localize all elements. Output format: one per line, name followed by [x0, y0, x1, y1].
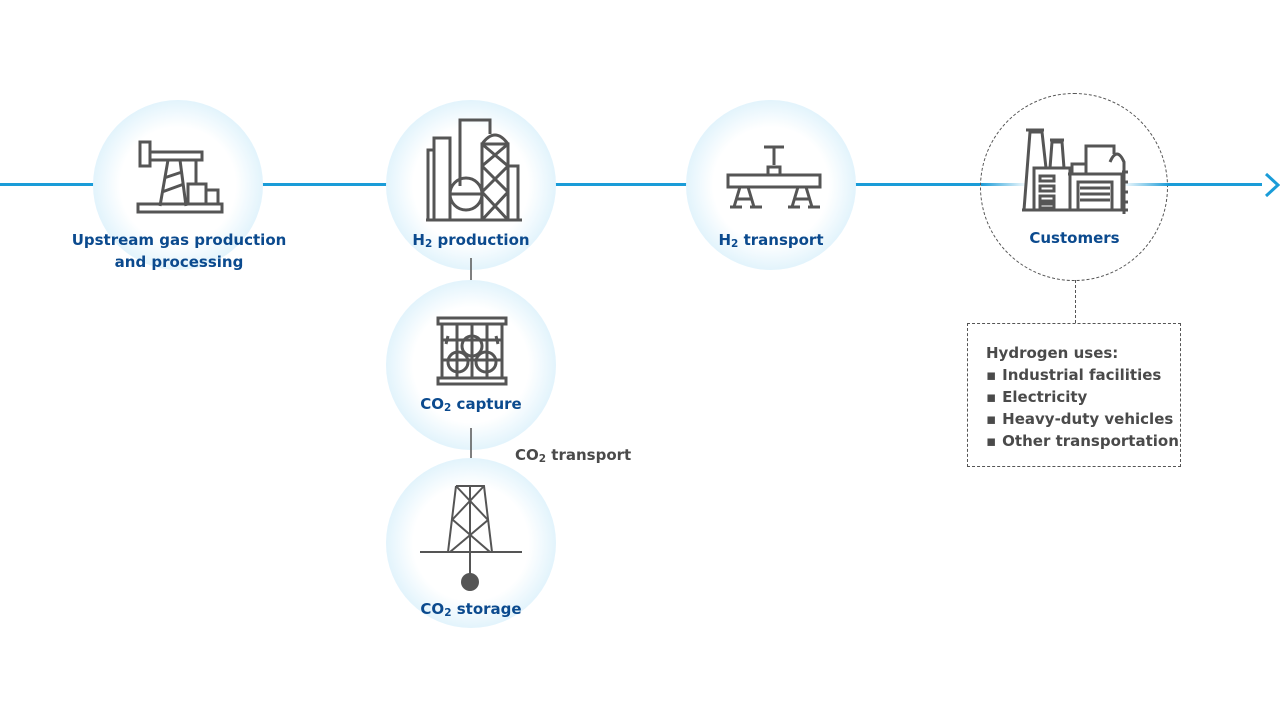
label-upstream: Upstream gas production and processing — [70, 229, 288, 273]
label-co2t-prefix: CO — [515, 446, 539, 464]
label-h2-prefix: H — [412, 231, 425, 249]
label-co2c-sub: 2 — [444, 402, 452, 414]
node-customers — [980, 93, 1168, 281]
label-customers: Customers — [1029, 229, 1120, 247]
label-co2-capture: CO2 capture — [386, 393, 556, 419]
hydrogen-uses-title: Hydrogen uses: — [986, 344, 1119, 362]
label-co2t-sub: 2 — [538, 453, 547, 465]
label-h2-transport: H2 transport — [686, 229, 856, 255]
node-h2-transport — [686, 100, 856, 270]
label-h2-production: H2 production — [386, 229, 556, 255]
factory-icon — [1022, 128, 1128, 214]
label-co2t-rest: transport — [546, 446, 632, 464]
oil-pump-icon — [136, 140, 224, 214]
label-co2s-rest: storage — [451, 600, 522, 618]
capture-cage-icon — [436, 316, 508, 386]
label-h2-rest: production — [432, 231, 530, 249]
label-co2-transport: CO2 transport — [515, 446, 631, 465]
label-co2c-prefix: CO — [420, 395, 445, 413]
flow-line-segment — [981, 183, 1169, 186]
label-h2t-rest: transport — [738, 231, 824, 249]
label-h2t-prefix: H — [718, 231, 732, 249]
list-item: Industrial facilities — [986, 364, 1180, 386]
main-flow-line — [0, 183, 1262, 186]
label-co2-storage: CO2 storage — [386, 598, 556, 624]
hydrogen-uses-box: Hydrogen uses: Industrial facilities Ele… — [967, 323, 1181, 467]
label-upstream-line1: Upstream gas production — [71, 231, 287, 249]
list-item: Electricity — [986, 386, 1180, 408]
label-co2s-prefix: CO — [420, 600, 445, 618]
flow-arrowhead-icon — [1264, 172, 1280, 198]
node-h2-production — [386, 100, 556, 270]
drilling-tower-icon — [420, 485, 522, 591]
label-upstream-line2: and processing — [114, 253, 244, 271]
list-item: Heavy-duty vehicles — [986, 408, 1180, 430]
customers-connector — [1075, 280, 1076, 323]
list-item: Other transportation — [986, 430, 1180, 452]
hydrogen-uses-list: Industrial facilities Electricity Heavy-… — [986, 364, 1180, 452]
label-h2t-sub: 2 — [731, 238, 739, 250]
refinery-icon — [426, 118, 522, 222]
label-h2-sub: 2 — [424, 238, 433, 250]
label-co2c-rest: capture — [451, 395, 522, 413]
pipeline-icon — [726, 145, 822, 209]
label-co2s-sub: 2 — [444, 607, 452, 619]
